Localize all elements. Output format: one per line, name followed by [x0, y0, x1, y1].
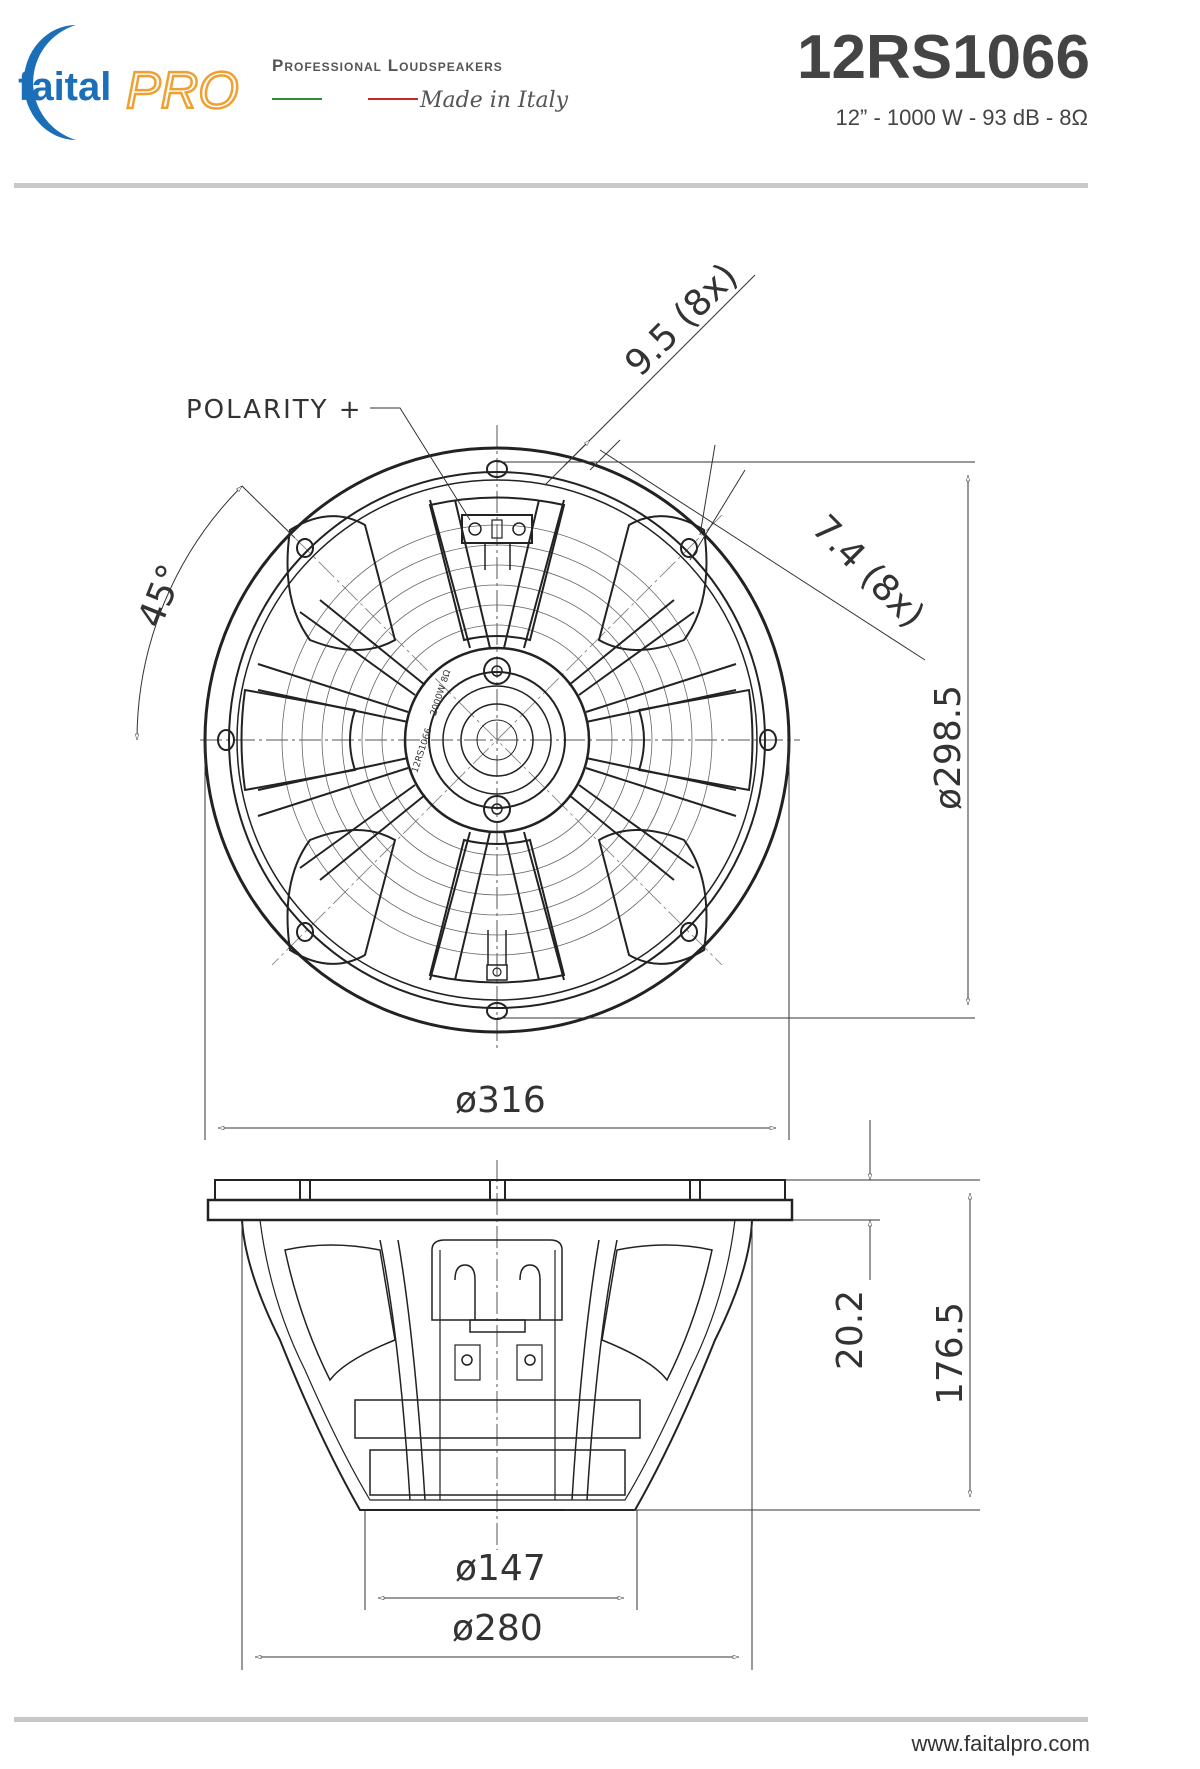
magnet-impedance-label: 8Ω [440, 669, 453, 684]
front-view [200, 425, 800, 1050]
depth-label: 176.5 [930, 1302, 971, 1405]
model-title: 12RS1066 [796, 23, 1090, 92]
model-specs: 12” - 1000 W - 93 dB - 8Ω [835, 105, 1088, 130]
bolt-circle-label: ø298.5 [928, 685, 969, 810]
angle-label: 45° [130, 559, 192, 634]
flag-green-line [272, 98, 322, 100]
made-in-italy: Made in Italy [420, 88, 569, 113]
side-dimensions [241, 1120, 980, 1670]
brand-left-text: faital [18, 65, 111, 109]
header-rule [14, 183, 1088, 188]
outer-diameter-label: ø316 [455, 1080, 546, 1121]
brand-right-text: PRO [126, 62, 239, 120]
magnet-power-label: 2000W [429, 684, 448, 717]
side-view [206, 1160, 794, 1550]
flag-red-line [368, 98, 418, 100]
front-dimensions [134, 274, 975, 1140]
cutout-diameter-label: ø280 [452, 1608, 543, 1649]
tagline: Professional Loudspeakers [272, 56, 503, 75]
hole-diameter-label: 9.5 (8x) [617, 256, 746, 385]
magnet-diameter-label: ø147 [455, 1548, 546, 1589]
magnet-model-label: 12RS1066 [411, 727, 435, 774]
footer-url[interactable]: www.faitalpro.com [911, 1731, 1090, 1756]
footer-rule [14, 1717, 1088, 1722]
faitalpro-logo: faital PRO [18, 25, 240, 140]
flange-thickness-label: 20.2 [830, 1290, 871, 1370]
hole-diameter-2-label: 7.4 (8x) [804, 507, 933, 636]
polarity-label: POLARITY + [186, 395, 363, 425]
